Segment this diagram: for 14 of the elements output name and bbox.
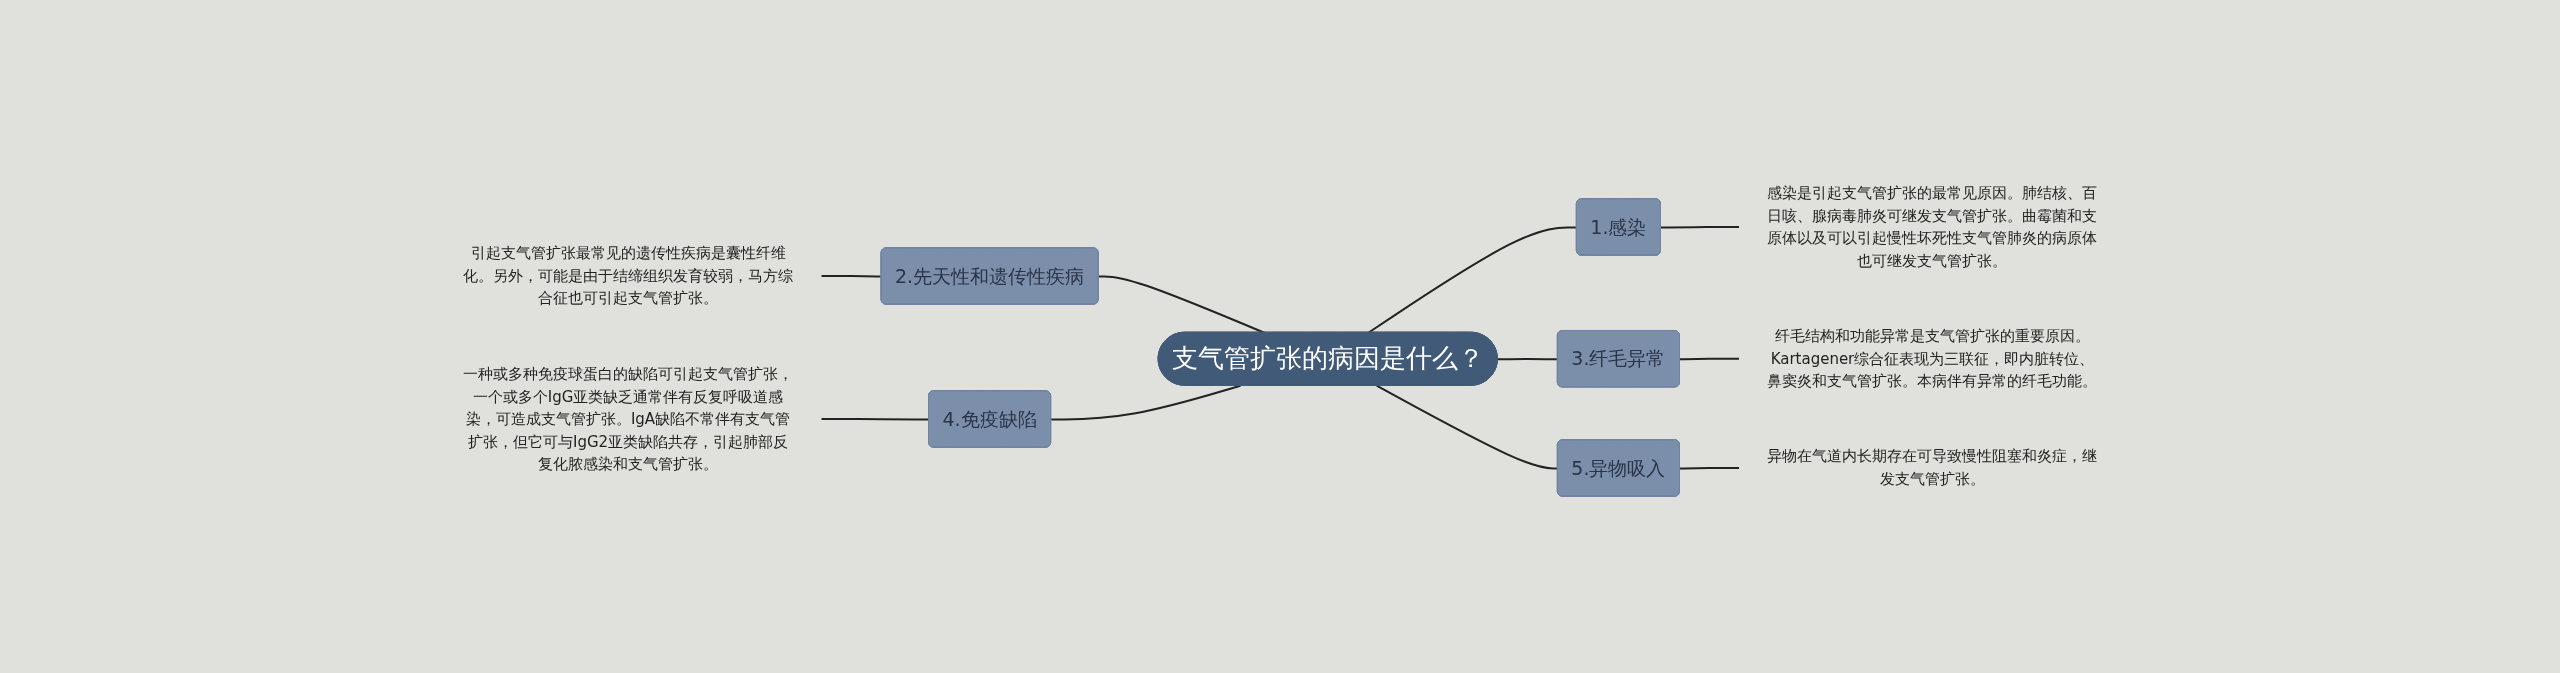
- connector: [1678, 358, 1741, 361]
- connector: [1375, 385, 1559, 470]
- connector: [1496, 358, 1559, 361]
- node-text: 纤毛结构和功能异常是支气管扩张的重要原因。Kartagener综合征表现为三联征，即内脏转位、鼻窦炎和支气管扩张。本病伴有异常的纤毛功能。: [1767, 327, 2098, 391]
- connector: [1097, 275, 1266, 334]
- node-text: 异物在气道内长期存在可导致慢性阻塞和炎症，继发支气管扩张。: [1767, 447, 2098, 489]
- connector: [819, 418, 930, 421]
- connector: [1049, 385, 1242, 421]
- node-text: 感染是引起支气管扩张的最常见原因。肺结核、百日咳、腺病毒肺炎可继发支气管扩张。曲霉菌和支原体以及可以引起慢性坏死性支气管肺炎的病原体也可继发支气管扩张。: [1767, 184, 2098, 270]
- node-text: 一种或多种免疫球蛋白的缺陷可引起支气管扩张，一个或多个IgG亚类缺乏通常伴有反复呼吸道感染，可造成支气管扩张。IgA缺陷不常伴有支气管扩张，但它可与IgG2亚类缺陷共存，引起肺部反复化脓感染和支气管扩张。: [462, 364, 793, 473]
- node-text: 引起支气管扩张最常见的遗传性疾病是囊性纤维化。另外，可能是由于结缔组织发育较弱，马方综合征也可引起支气管扩张。: [462, 244, 793, 308]
- connector: [1678, 467, 1741, 470]
- connector: [1367, 226, 1578, 334]
- connector: [1659, 226, 1741, 229]
